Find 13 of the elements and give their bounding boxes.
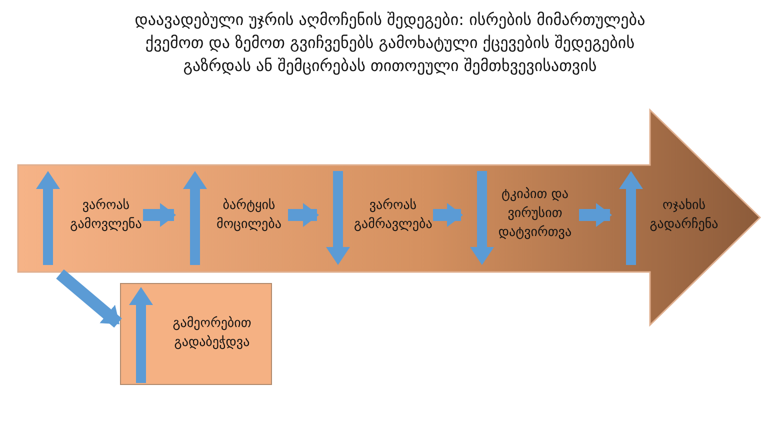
step-label: ბარტყის მოცილება (216, 197, 282, 234)
step-label: ვაროას გამრავლება (354, 197, 432, 234)
step-label: გამეორებით გადაბეჭდვა (172, 315, 252, 352)
block-arrow (288, 203, 319, 227)
diagram-title: დაავადებული უჯრის აღმოჩენის შედეგები: ისრების მიმართულება ქვემოთ და ზემოთ გვიჩვენებს გამოხატული ქცევების შედეგების გაზრდას ან შემცირებას თითოეული შემთხვევისათვის (134, 9, 646, 77)
block-arrow (433, 203, 463, 227)
block-arrow (143, 203, 176, 227)
step-label: ოჯახის გადარჩენა (648, 197, 720, 234)
step-label: ტკიპით და ვირუსით დატვირთვა (497, 186, 573, 242)
process-box (120, 283, 272, 385)
block-arrow (579, 203, 612, 227)
block-arrow (56, 269, 122, 328)
step-label: ვაროას გამოვლენა (69, 197, 143, 234)
